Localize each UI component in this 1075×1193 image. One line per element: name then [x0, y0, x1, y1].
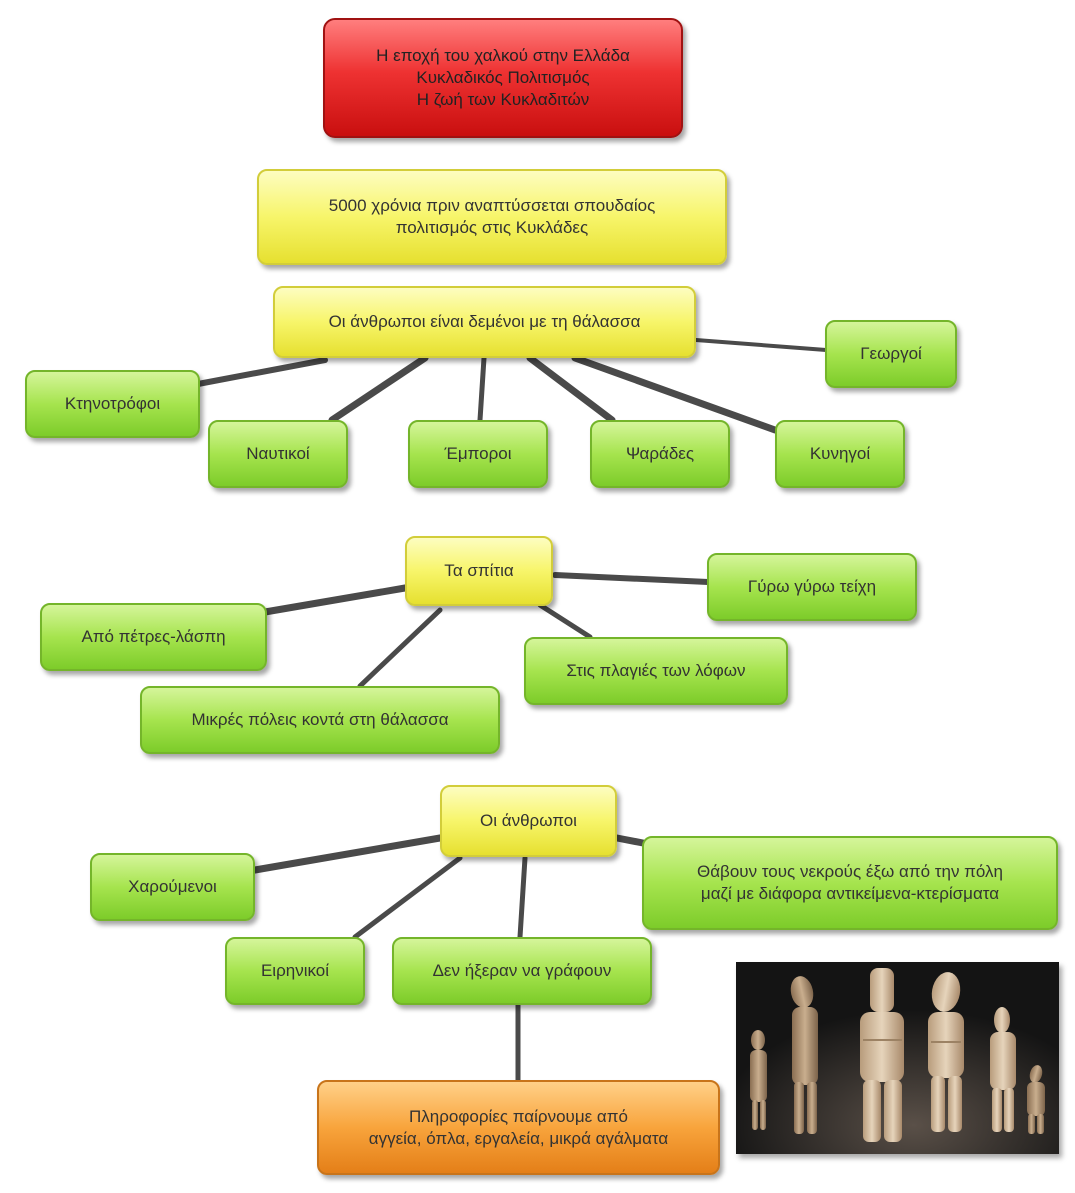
figurine-1 — [750, 1030, 767, 1130]
farmers-box: Γεωργοί — [825, 320, 957, 388]
herders-box: Κτηνοτρόφοι — [25, 370, 200, 438]
cycladic-figurines-photo — [736, 962, 1059, 1154]
sea-hub-box: Οι άνθρωποι είναι δεμένοι με τη θάλασσα — [273, 286, 696, 358]
merchants-box: Έμποροι — [408, 420, 548, 488]
hills-box: Στις πλαγιές των λόφων — [524, 637, 788, 705]
info-box: Πληροφορίες παίρνουμε από αγγεία, όπλα, … — [317, 1080, 720, 1175]
connector-houses-walls — [552, 572, 711, 585]
connector-sea-fishers — [526, 354, 616, 424]
connector-people-burial — [613, 834, 647, 847]
intro-box: 5000 χρόνια πριν αναπτύσσεται σπουδαίος … — [257, 169, 727, 265]
walls-box: Γύρω γύρω τείχη — [707, 553, 917, 621]
hunters-box: Κυνηγοί — [775, 420, 905, 488]
peaceful-box: Ειρηνικοί — [225, 937, 365, 1005]
figurine-2 — [790, 976, 818, 1134]
connector-people-nowriting — [517, 855, 528, 940]
connector-houses-stones — [261, 584, 409, 616]
connector-people-peaceful — [352, 855, 463, 940]
figurine-4 — [928, 972, 964, 1132]
connector-houses-towns — [357, 607, 443, 689]
connector-sea-herders — [195, 357, 328, 387]
towns-box: Μικρές πόλεις κοντά στη θάλασσα — [140, 686, 500, 754]
connector-people-happy — [251, 834, 444, 874]
stones-box: Από πέτρες-λάσπη — [40, 603, 267, 671]
title-box: Η εποχή του χαλκού στην Ελλάδα Κυκλαδικό… — [323, 18, 683, 138]
happy-box: Χαρούμενοι — [90, 853, 255, 921]
sailors-box: Ναυτικοί — [208, 420, 348, 488]
connector-sea-hunters — [571, 354, 779, 434]
figurine-5 — [990, 1007, 1016, 1132]
connector-sea-sailors — [328, 354, 429, 424]
connector-houses-hills — [537, 602, 593, 640]
nowriting-box: Δεν ήξεραν να γράφουν — [392, 937, 652, 1005]
figurine-6 — [1027, 1065, 1045, 1134]
people-hub-box: Οι άνθρωποι — [440, 785, 617, 857]
fishers-box: Ψαράδες — [590, 420, 730, 488]
figurine-3 — [860, 968, 904, 1142]
burial-box: Θάβουν τους νεκρούς έξω από την πόλη μαζ… — [642, 836, 1058, 930]
connector-sea-merchants — [477, 355, 487, 423]
connector-sea-farmers — [694, 338, 828, 352]
houses-hub-box: Τα σπίτια — [405, 536, 553, 606]
